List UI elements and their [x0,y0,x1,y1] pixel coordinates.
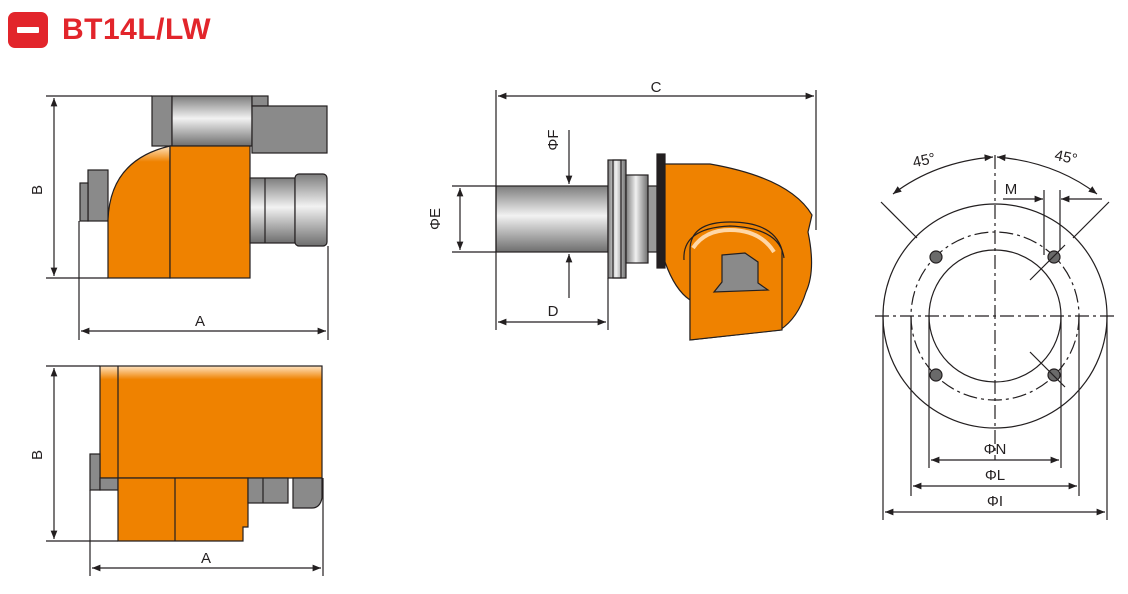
top-view-dim-b: B [29,450,46,460]
flange-dim-i: ΦI [987,493,1003,510]
header: BT14L/LW [8,12,211,48]
front-view-dim-f: ΦF [545,129,562,150]
front-view-dim-d: D [548,303,559,320]
minus-badge-icon [8,12,48,48]
flange-view [875,154,1115,520]
flange-dim-l: ΦL [985,467,1005,484]
side-view-dim-a: A [195,313,205,330]
top-view [46,365,324,576]
flange-angle-right: 45° [1053,147,1079,168]
flange-dim-m: M [1005,181,1018,198]
side-view-dim-b: B [29,185,46,195]
front-view-dim-e: ΦE [427,208,444,230]
top-view-dim-a: A [201,550,211,567]
flange-dim-n: ΦN [984,441,1007,458]
side-view [46,95,329,340]
front-view-dim-c: C [651,79,662,96]
front-view [452,90,817,341]
flange-angle-left: 45° [911,150,937,171]
page-title: BT14L/LW [62,13,212,46]
